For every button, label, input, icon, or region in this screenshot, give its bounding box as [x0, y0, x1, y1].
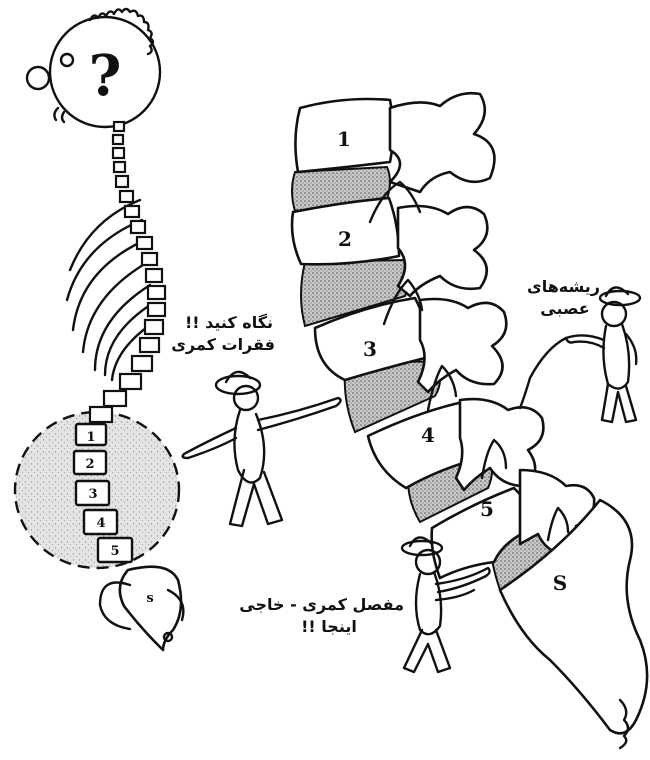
small-vertebra-label-3: 3 — [88, 487, 97, 502]
large-vertebra-label-3: 3 — [363, 337, 377, 361]
large-vertebra-label-5: 5 — [480, 497, 494, 521]
small-vertebra-label-4: 4 — [96, 516, 105, 531]
small-vertebra-label-1: 1 — [86, 430, 95, 445]
large-vertebra-label-2: 2 — [338, 227, 352, 251]
pointing-man-center — [183, 372, 341, 526]
small-vertebra-label-5: 5 — [110, 544, 119, 559]
nerve-roots-label-line2: عصبی — [530, 298, 600, 320]
lumbosacral-joint-label-line2: اینجا !! — [254, 616, 404, 638]
small-spine: 1 2 3 4 5 s — [15, 122, 183, 650]
head-question-mark: ? — [89, 43, 122, 109]
large-vertebra-label-1: 1 — [337, 127, 351, 151]
large-vertebra-label-4: 4 — [421, 423, 435, 447]
look-label: نگاه کنید !! فقرات کمری — [183, 312, 275, 356]
look-label-line1: نگاه کنید !! — [183, 312, 275, 334]
small-vertebra-label-2: 2 — [85, 457, 94, 472]
head-figure: ? — [27, 9, 160, 127]
lumbosacral-joint-label-line1: مفصل کمری - خاجی — [254, 594, 404, 616]
nerve-roots-label-line1: ریشه‌های — [530, 276, 600, 298]
lumbosacral-joint-label: مفصل کمری - خاجی اینجا !! — [254, 594, 404, 638]
nerve-roots-label: ریشه‌های عصبی — [530, 276, 600, 320]
small-vertebra-label-s: s — [146, 591, 153, 606]
large-vertebra-label-s: S — [553, 571, 567, 595]
look-label-line2: فقرات کمری — [183, 334, 275, 356]
large-lumbar-spine: 1 2 3 4 5 S — [292, 93, 647, 748]
